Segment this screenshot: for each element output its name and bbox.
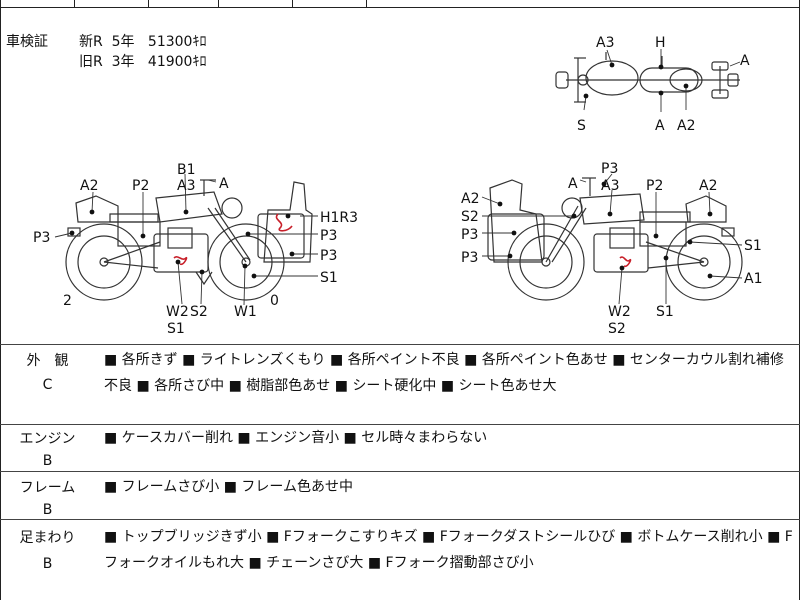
label-left-s1: S1 [320,270,338,286]
label-right-a2: A2 [699,178,717,194]
section-engine: エンジン B ■ ケースカバー削れ ■ エンジン音小 ■ セル時々まわらない [0,424,800,471]
section-frame: フレーム B ■ フレームさび小 ■ フレーム色あせ中 [0,471,800,519]
top-view-outline [555,52,740,103]
registration-kind: 旧R [79,54,103,70]
section-suspension: 足まわり B ■ トップブリッジきず小 ■ Fフォークこすりキズ ■ Fフォーク… [0,519,800,600]
section-notes: ■ 各所きず ■ ライトレンズくもり ■ 各所ペイント不良 ■ 各所ペイント色あ… [104,352,784,394]
label-right-s2-bottom: S2 [608,321,626,337]
left-view-outline [65,179,313,301]
section-category: フレーム [19,480,76,496]
registration-years: 3年 [111,54,135,70]
damage-mark-icon [173,213,632,268]
registration-row-new: 新R 5年 51300ｷﾛ [79,32,206,52]
label-top-a2: A2 [677,118,695,134]
label-left-w1: W1 [234,304,257,320]
label-left-a2: A2 [80,178,98,194]
right-view-outline [487,177,743,301]
label-top-a-bottom: A [655,118,665,134]
label-left-b1: B1 [177,162,196,178]
label-right-s2-left: S2 [461,209,479,225]
label-right-p3-mid: P3 [461,227,478,243]
label-left-a3: A3 [177,178,195,194]
label-left-p2: P2 [132,178,149,194]
label-right-s1-bottom: S1 [656,304,674,320]
label-left-w2: W2 [166,304,189,320]
label-left-p3-b: P3 [320,248,337,264]
label-right-a3: A3 [601,178,619,194]
header-table-strip [0,0,800,8]
section-category: 足まわり [19,530,76,546]
label-left-s2: S2 [190,304,208,320]
registration-kind: 新R [79,34,103,50]
label-right-s1: S1 [744,238,762,254]
label-top-h: H [655,35,666,51]
section-grade: B [42,556,53,572]
label-right-p2: P2 [646,178,663,194]
section-category: 外 観 [26,353,69,369]
label-right-w2: W2 [608,304,631,320]
section-exterior: 外 観 C ■ 各所きず ■ ライトレンズくもり ■ 各所ペイント不良 ■ 各所… [0,344,800,424]
registration-years: 5年 [111,34,135,50]
section-notes: ■ トップブリッジきず小 ■ Fフォークこすりキズ ■ Fフォークダストシールひ… [104,529,793,571]
label-right-a-top: A [568,176,578,192]
frame-left-border [0,0,1,600]
registration-price: 41900ｷﾛ [147,54,207,70]
section-category: エンジン [19,431,76,447]
label-right-p3-top: P3 [601,161,618,177]
label-right-p3-low: P3 [461,250,478,266]
section-grade: C [42,377,53,393]
section-notes: ■ ケースカバー削れ ■ エンジン音小 ■ セル時々まわらない [104,430,488,446]
label-right-a1: A1 [744,271,762,287]
registration-price: 51300ｷﾛ [147,34,207,50]
label-right-a2-left: A2 [461,191,479,207]
label-left-num-0: 0 [270,293,279,309]
label-top-s: S [577,118,586,134]
section-grade: B [42,453,53,469]
label-top-a-right: A [740,53,750,69]
label-left-a-top: A [219,176,229,192]
label-left-p3-a: P3 [320,228,337,244]
section-notes: ■ フレームさび小 ■ フレーム色あせ中 [104,479,353,495]
label-left-h1r3: H1R3 [320,210,358,226]
label-left-s1-bottom: S1 [167,321,185,337]
registration-row-old: 旧R 3年 41900ｷﾛ [79,52,206,72]
motorcycle-damage-diagram: A3 H A S A A2 B1 A3 A A2 P2 P3 H1R3 P3 P… [33,35,762,337]
label-left-p3: P3 [33,230,50,246]
label-top-a3: A3 [596,35,614,51]
label-left-num-2: 2 [63,293,72,309]
section-grade: B [42,502,53,518]
registration-label: 車検証 [6,34,48,50]
